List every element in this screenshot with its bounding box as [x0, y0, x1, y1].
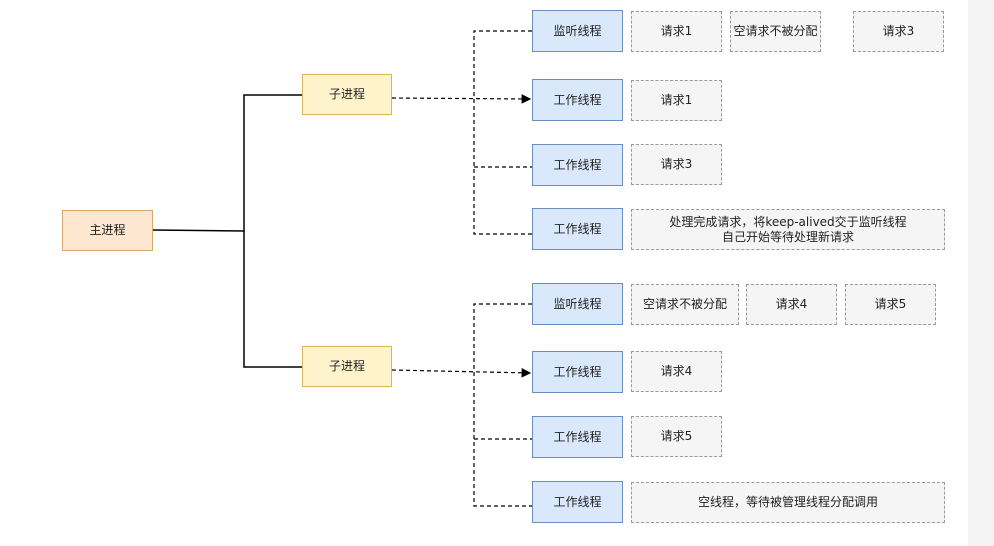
request-label: 空请求不被分配	[642, 297, 727, 311]
request-box: 请求3	[631, 144, 722, 185]
worker-note-box: 空线程，等待被管理线程分配调用	[631, 482, 945, 523]
process-1-to-worker-arrow	[391, 94, 532, 104]
request-box: 请求4	[631, 351, 722, 392]
child-process-2-node: 子进程	[302, 346, 392, 387]
request-box: 请求4	[746, 284, 837, 325]
worker-thread-label: 工作线程	[553, 494, 602, 509]
worker-thread-label: 工作线程	[553, 364, 602, 379]
worker-note-box: 处理完成请求，将keep-alived交于监听线程 自己开始等待处理新请求	[631, 209, 945, 250]
listener-thread-1-label: 监听线程	[553, 23, 602, 38]
worker-thread-node: 工作线程	[532, 416, 623, 458]
request-label: 请求4	[775, 297, 808, 311]
process-2-to-worker-arrow	[391, 368, 532, 378]
worker-thread-node: 工作线程	[532, 481, 623, 523]
request-box: 请求3	[853, 11, 944, 52]
child-process-1-node: 子进程	[302, 74, 392, 115]
note-line: 空线程，等待被管理线程分配调用	[697, 495, 878, 509]
request-label: 请求3	[882, 24, 915, 38]
worker-thread-node: 工作线程	[532, 351, 623, 393]
worker-thread-label: 工作线程	[553, 429, 602, 444]
worker-thread-label: 工作线程	[553, 221, 602, 236]
request-box: 请求5	[845, 284, 936, 325]
note-line: 处理完成请求，将keep-alived交于监听线程	[669, 214, 907, 229]
main-process-node: 主进程	[62, 210, 153, 251]
request-label: 请求5	[874, 297, 907, 311]
request-box: 请求5	[631, 416, 722, 457]
request-box: 请求1	[631, 11, 722, 52]
main-process-label: 主进程	[89, 223, 126, 237]
child-process-2-label: 子进程	[328, 359, 365, 373]
main-to-process-2-connector	[243, 231, 302, 368]
child-process-1-label: 子进程	[328, 87, 365, 101]
worker-thread-node: 工作线程	[532, 144, 623, 186]
worker-thread-label: 工作线程	[553, 157, 602, 172]
worker-thread-node: 工作线程	[532, 208, 623, 250]
process-1-thread-bracket	[473, 30, 532, 235]
request-label: 请求1	[660, 24, 693, 38]
request-box: 请求1	[631, 80, 722, 121]
request-label: 请求4	[660, 364, 693, 378]
process-2-thread-bracket	[473, 303, 532, 507]
request-label: 请求5	[660, 429, 693, 443]
request-label: 请求3	[660, 157, 693, 171]
note-line: 自己开始等待处理新请求	[721, 229, 854, 244]
worker-thread-node: 工作线程	[532, 79, 623, 121]
worker-thread-label: 工作线程	[553, 92, 602, 107]
page-edge-strip	[968, 0, 994, 546]
request-label: 请求1	[660, 93, 693, 107]
empty-request-box: 空请求不被分配	[631, 284, 739, 325]
listener-thread-2-label: 监听线程	[553, 296, 602, 311]
request-label: 空请求不被分配	[733, 24, 818, 38]
listener-thread-1-node: 监听线程	[532, 10, 623, 52]
listener-thread-2-node: 监听线程	[532, 283, 623, 325]
empty-request-box: 空请求不被分配	[730, 11, 821, 52]
main-to-process-1-connector	[152, 94, 302, 232]
